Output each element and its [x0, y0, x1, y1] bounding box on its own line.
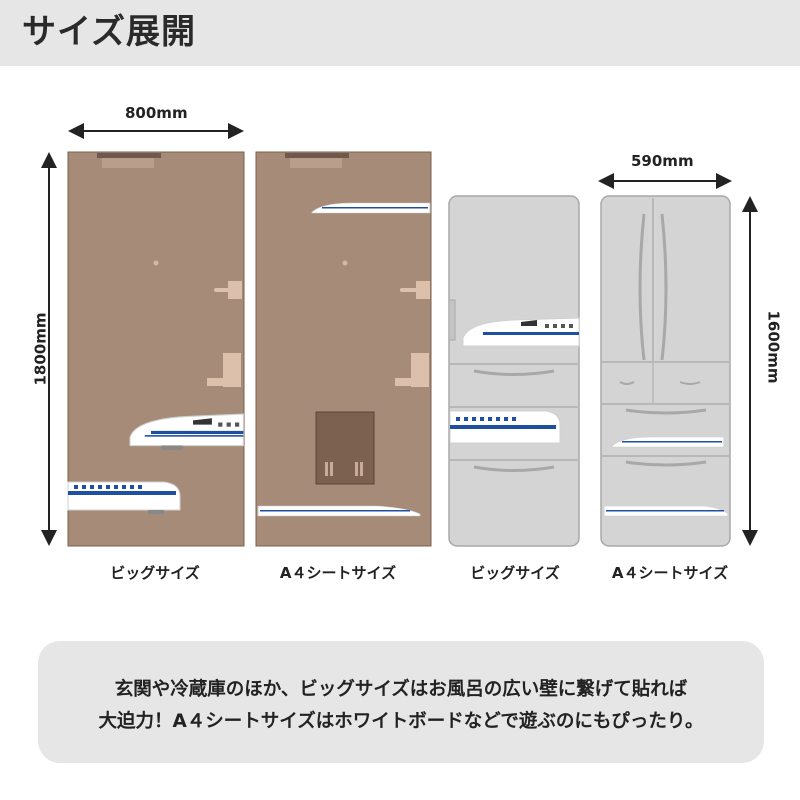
description-line-2: 大迫力！A４シートサイズはホワイトボードなどで遊ぶのにもぴったり。: [98, 711, 704, 732]
fridge-width-label: 590mm: [631, 152, 694, 170]
section-title: サイズ展開: [22, 12, 196, 52]
door-big-illustration: [67, 151, 245, 547]
fridge-height-label: 1600mm: [764, 310, 783, 384]
caption-door-a4: A４シートサイズ: [279, 564, 397, 582]
train-sticker-big-2: [67, 481, 181, 514]
train-sticker-big-3: [462, 317, 580, 347]
caption-fridge-big: ビッグサイズ: [470, 564, 560, 582]
section-header: サイズ展開: [0, 0, 800, 66]
description-line-1: 玄関や冷蔵庫のほか、ビッグサイズはお風呂の広い壁に繋げて貼れば: [114, 679, 688, 700]
door-width-label: 800mm: [125, 104, 188, 122]
caption-fridge-a4: A４シートサイズ: [611, 564, 729, 582]
caption-door-big: ビッグサイズ: [110, 564, 200, 582]
train-sticker-a4-2: [257, 505, 421, 517]
train-sticker-big-4: [449, 410, 561, 444]
train-sticker-big-1: [129, 413, 244, 450]
train-sticker-a4-1: [311, 202, 431, 214]
door-height-label: 1800mm: [31, 312, 50, 386]
fridge-a4-illustration: [600, 195, 731, 547]
train-sticker-a4-4: [603, 505, 729, 517]
description-box: 玄関や冷蔵庫のほか、ビッグサイズはお風呂の広い壁に繋げて貼れば 大迫力！A４シー…: [38, 641, 764, 763]
train-sticker-a4-3: [611, 436, 725, 448]
fridge-big-illustration: [448, 195, 580, 547]
door-a4-illustration: [255, 151, 432, 547]
